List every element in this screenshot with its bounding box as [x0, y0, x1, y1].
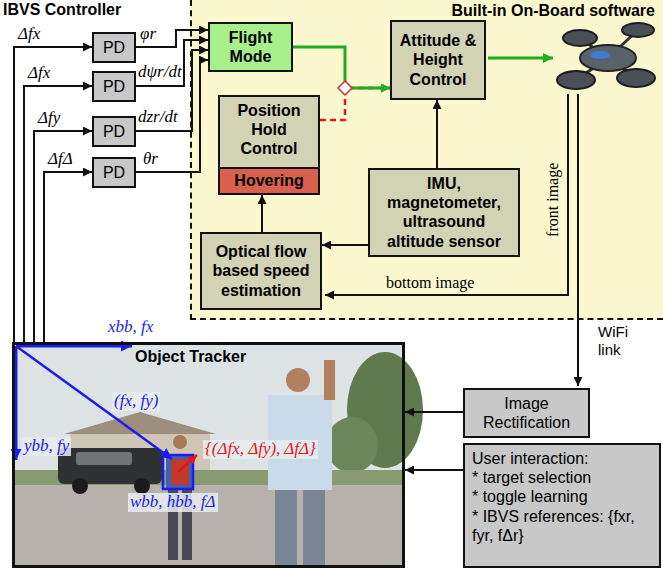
- front-image-line: [577, 94, 579, 386]
- onboard-region: Built-in On-Board softwareFlight Mode Att…: [190, 0, 663, 320]
- quadcopter-drone: [557, 23, 655, 89]
- signal-label: dzr/dt: [138, 108, 178, 127]
- node-text: Optical flow based speed estimation: [207, 242, 315, 300]
- node-text: PD: [103, 77, 125, 96]
- signal-label: ΔfΔ: [48, 150, 73, 169]
- node-text: Hovering: [234, 171, 303, 190]
- sensor-box: IMU, magnetometer, ultrasound altitude s…: [368, 168, 520, 257]
- node-text: * toggle learning: [472, 487, 588, 506]
- hovering-band: Hovering: [220, 167, 318, 193]
- onboard-region-fill: [190, 0, 663, 320]
- connector-arrow: [320, 88, 390, 120]
- signal-label: dψr/dt: [138, 63, 182, 82]
- vector-label: (fx, fy): [112, 392, 160, 411]
- command-arrow: [488, 57, 553, 60]
- connector-arrow: [405, 411, 463, 413]
- user-interaction-box: User interaction:* target selection* tog…: [463, 443, 661, 568]
- connector-arrow: [136, 60, 208, 172]
- pd-block: PD: [92, 157, 136, 188]
- node-text: PD: [103, 122, 125, 141]
- size-label: wbb, hbb, fΔ: [128, 493, 218, 512]
- node-text: * IBVS references: {fxr, fyr, fΔr}: [472, 507, 652, 545]
- error-arrow: [178, 455, 197, 472]
- signal-label: φr: [140, 25, 156, 44]
- position-hold-box: Position Hold ControlHovering: [218, 95, 320, 195]
- signal-label: Δfx: [28, 64, 50, 83]
- node-text: Built-in On-Board software: [192, 1, 655, 20]
- node-text: IMU, magnetometer, ultrasound altitude s…: [375, 174, 513, 251]
- connector-arrow: [136, 40, 208, 86]
- node-text: Attitude & Height Control: [397, 31, 479, 89]
- signal-label: bottom image: [386, 274, 474, 292]
- error-label: {(Δfx, Δfy), ΔfΔ}: [203, 440, 318, 459]
- node-text: Position Hold Control: [225, 101, 313, 159]
- signal-label: front image: [544, 163, 562, 237]
- connector-arrow: [34, 131, 92, 342]
- connector-arrow: [436, 100, 438, 168]
- optical-flow-box: Optical flow based speed estimation: [200, 232, 322, 310]
- signal-label: θr: [143, 150, 158, 169]
- node-text: * target selection: [472, 468, 591, 487]
- connector-arrow: [261, 195, 263, 232]
- connector-arrow: [293, 47, 390, 88]
- camera-photo: [12, 342, 423, 568]
- bottom-image-line: [325, 94, 568, 295]
- link-label: WiFi link: [598, 323, 638, 359]
- connector-arrow: [44, 172, 92, 342]
- signal-label: Δfy: [38, 109, 60, 128]
- connector-arrow: [322, 244, 368, 246]
- switch-diamond: [338, 81, 352, 95]
- connector-arrow: [405, 469, 463, 471]
- node-text: PD: [103, 38, 125, 57]
- attitude-control-box: Attitude & Height Control: [390, 20, 486, 100]
- node-text: Object Tracker: [135, 347, 402, 366]
- connector-arrow: [136, 50, 208, 131]
- flight-mode-box: Flight Mode: [208, 22, 293, 72]
- node-text: Image Rectification: [470, 394, 583, 432]
- node-text: Flight Mode: [215, 28, 286, 66]
- section-title: IBVS Controller: [3, 1, 121, 19]
- node-text: User interaction:: [472, 449, 589, 468]
- rectification-box: Image Rectification: [463, 388, 590, 438]
- pd-block: PD: [92, 116, 136, 147]
- connector-arrow: [24, 86, 92, 342]
- signal-label: Δfx: [18, 25, 40, 44]
- axis-label: ybb, fy: [22, 437, 71, 456]
- node-text: PD: [103, 163, 125, 182]
- pd-block: PD: [92, 71, 136, 102]
- axis-label: xbb, fx: [108, 318, 153, 337]
- pd-block: PD: [92, 32, 136, 63]
- connector-arrow: [14, 47, 92, 342]
